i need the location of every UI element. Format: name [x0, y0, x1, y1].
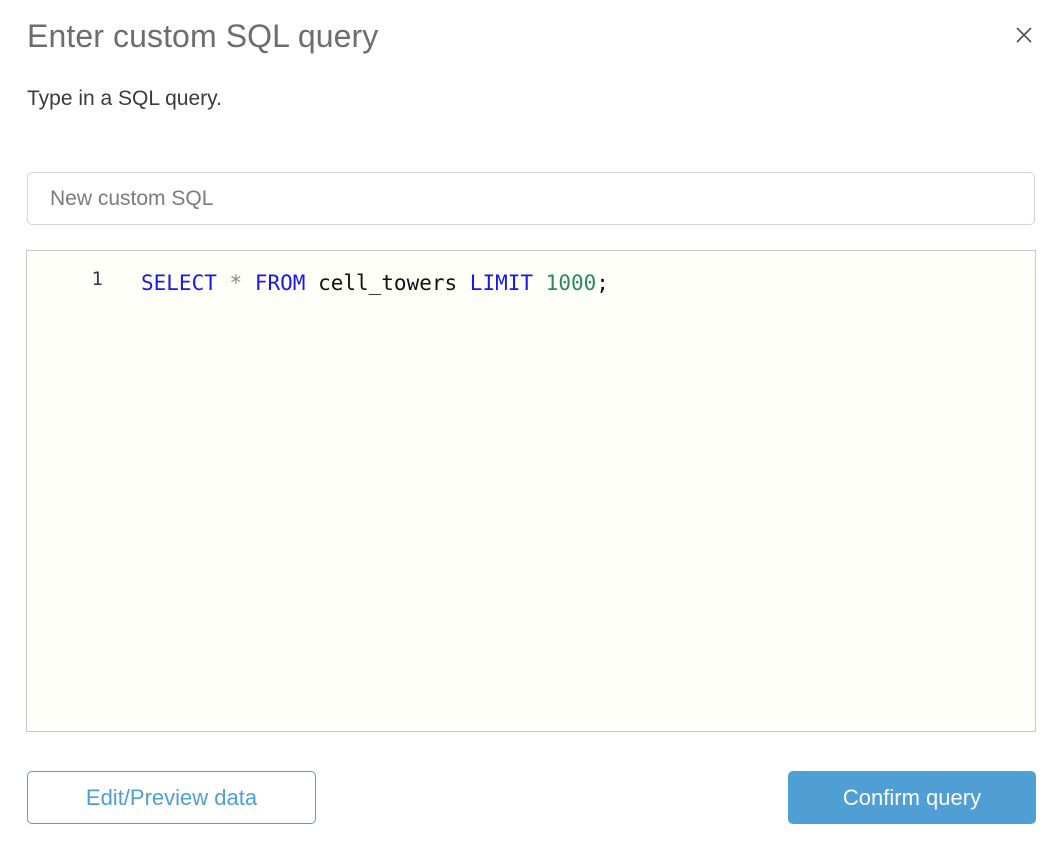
sql-token-plain: [305, 271, 318, 295]
sql-token-plain: [457, 271, 470, 295]
sql-token-number: 1000: [545, 271, 597, 295]
edit-preview-data-button[interactable]: Edit/Preview data: [27, 771, 316, 824]
close-icon[interactable]: [1007, 18, 1041, 52]
editor-gutter: 1: [27, 251, 111, 731]
sql-token-keyword: SELECT: [141, 271, 217, 295]
sql-token-plain: [533, 271, 546, 295]
sql-token-plain: [242, 271, 255, 295]
sql-code-line: SELECT * FROM cell_towers LIMIT 1000;: [141, 268, 1035, 298]
sql-token-keyword: FROM: [254, 271, 306, 295]
confirm-query-button[interactable]: Confirm query: [788, 771, 1036, 824]
sql-token-plain: [217, 271, 230, 295]
page-title: Enter custom SQL query: [27, 18, 379, 54]
sql-token-keyword: LIMIT: [469, 271, 534, 295]
dialog-subtitle: Type in a SQL query.: [27, 87, 222, 110]
sql-editor[interactable]: 1 SELECT * FROM cell_towers LIMIT 1000;: [26, 250, 1036, 732]
sql-token-punctuation: ;: [596, 271, 609, 295]
sql-token-operator: *: [229, 271, 243, 295]
query-name-input[interactable]: [27, 172, 1035, 225]
line-number: 1: [91, 268, 103, 290]
sql-token-identifier: cell_towers: [318, 271, 458, 295]
